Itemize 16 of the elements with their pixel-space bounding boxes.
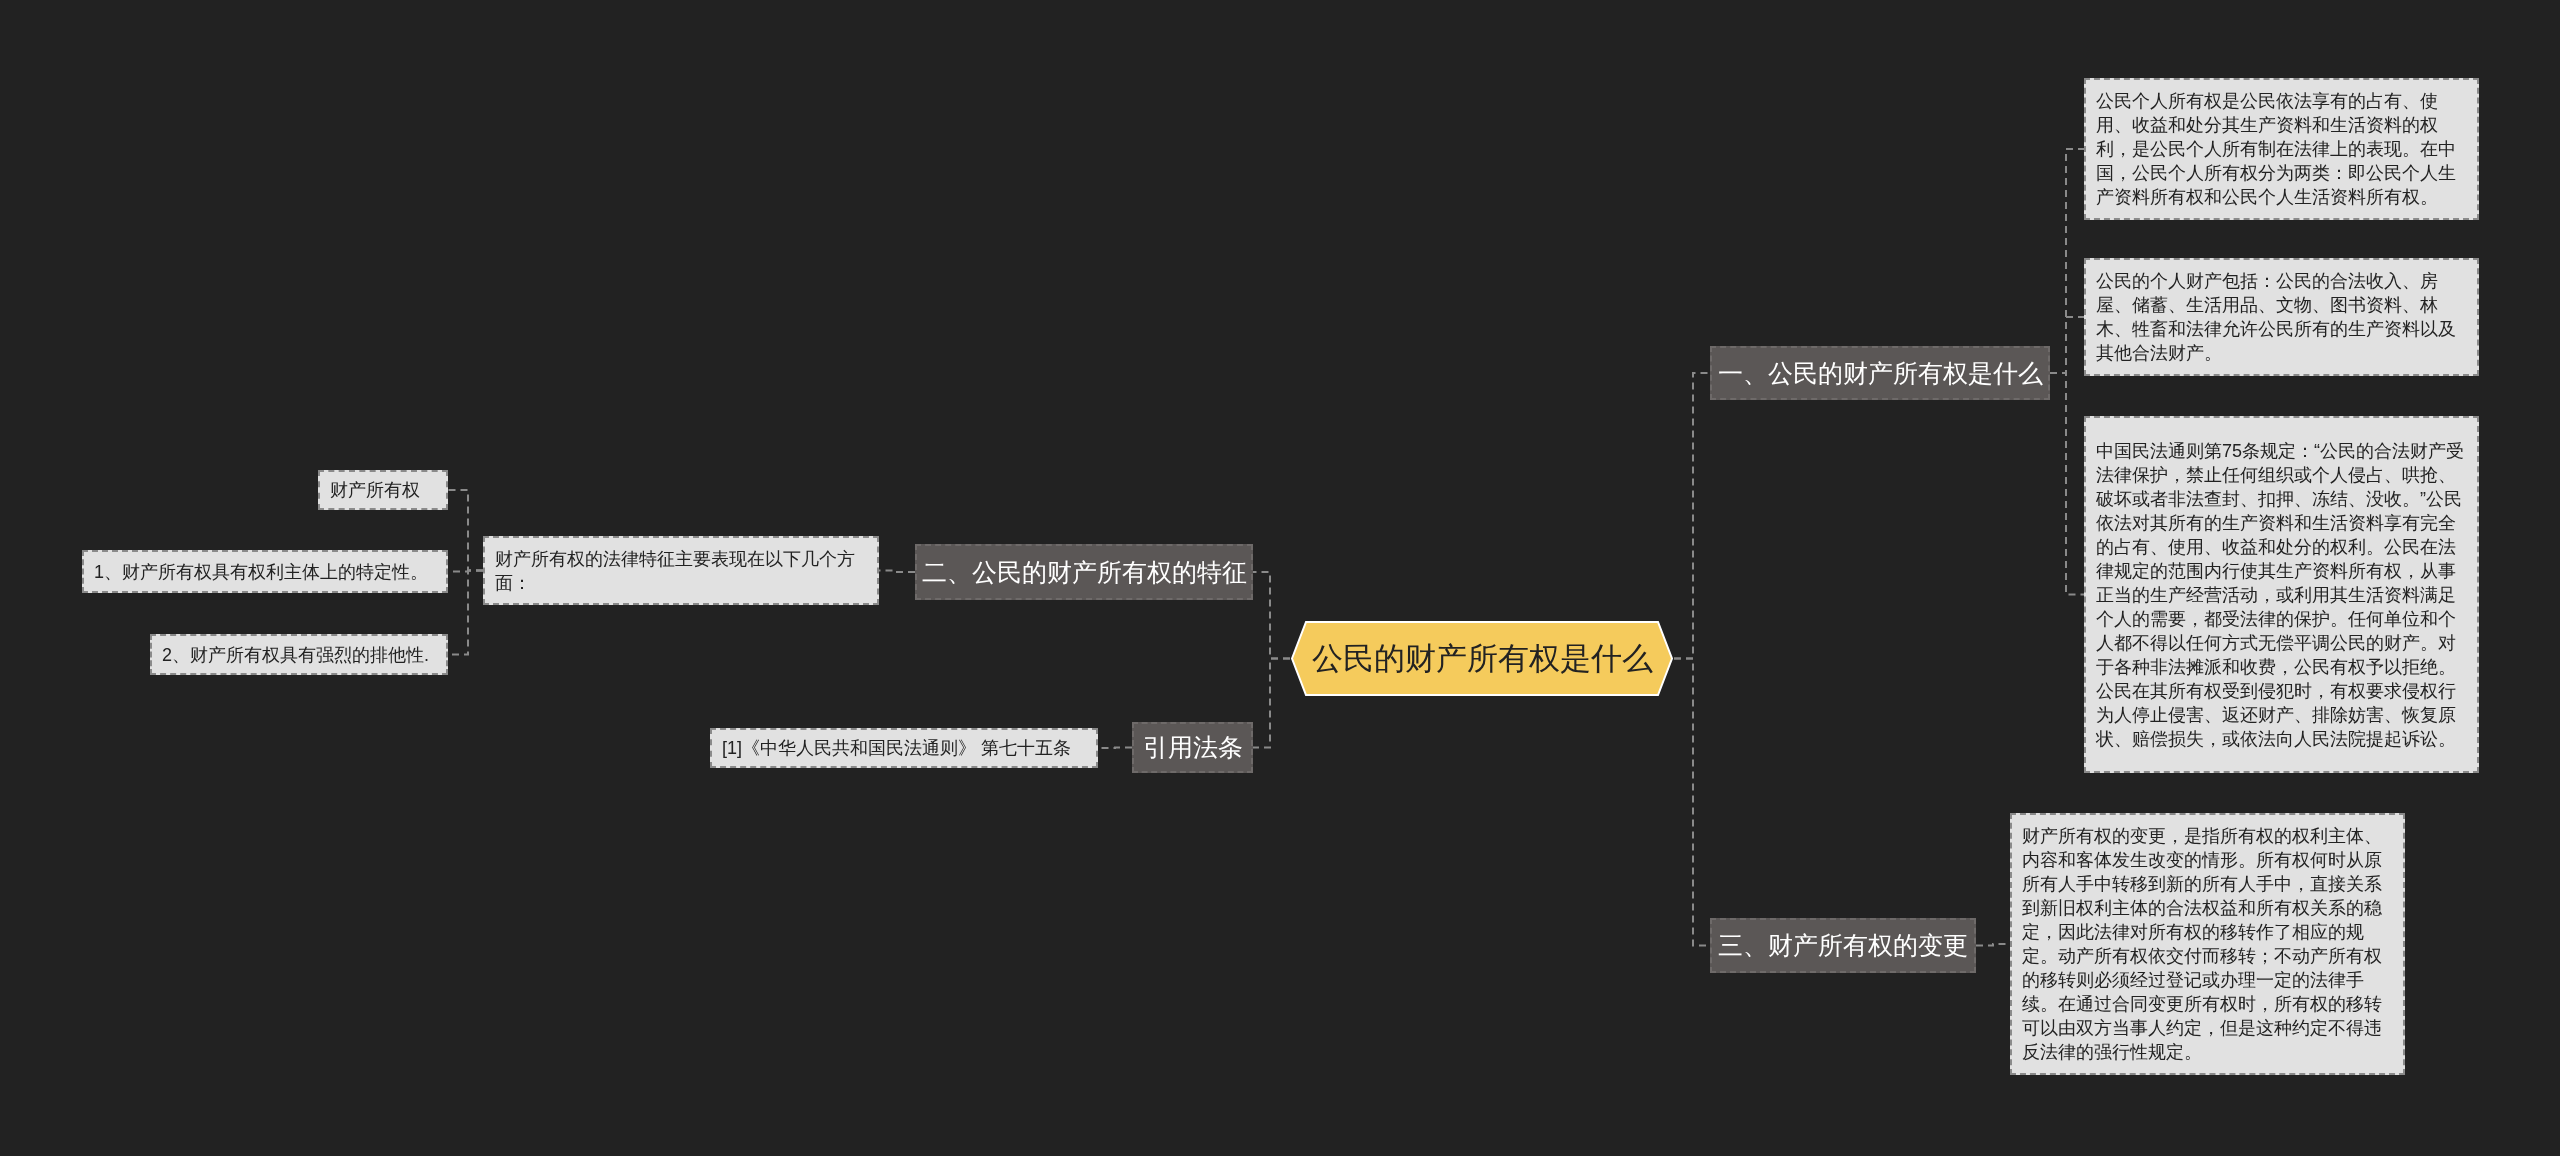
text-box: 财产所有权 xyxy=(318,470,448,510)
connector-line xyxy=(1252,657,1291,749)
text-box: [1]《中华人民共和国民法通则》 第七十五条 xyxy=(710,728,1098,768)
text-box: 公民的个人财产包括：公民的合法收入、房屋、储蓄、生活用品、文物、图书资料、林木、牲畜和法律允许公民所有的生产资料以及其他合法财产。 xyxy=(2084,258,2479,376)
topic-box: 一、公民的财产所有权是什么 xyxy=(1710,346,2050,400)
text-box: 中国民法通则第75条规定：“公民的合法财产受法律保护，禁止任何组织或个人侵占、哄抢、破坏或者非法查封、扣押、冻结、没收。”公民依法对其所有的生产资料和生活资料享有完全的占有、使用、收益和处分的权利。公民在法律规定的范围内行使其生产资料所有权，从事正当的生产经营活动，或利用其生活资料满足个人的需要，都受法律的保护。任何单位和个人都不得以任何方式无偿平调公民的财产。对于各种非法摊派和收费，公民有权予以拒绝。公民在其所有权受到侵犯时，有权要求侵权行为人停止侵害、返还财产、排除妨害、恢复原状、赔偿损失，或依法向人民法院提起诉讼。 xyxy=(2084,416,2479,773)
text-box: 公民个人所有权是公民依法享有的占有、使用、收益和处分其生产资料和生活资料的权利，是公民个人所有制在法律上的表现。在中国，公民个人所有权分为两类：即公民个人生产资料所有权和公民个人生活资料所有权。 xyxy=(2084,78,2479,220)
text-box: 1、财产所有权具有权利主体上的特定性。 xyxy=(82,550,448,593)
text-box: 2、财产所有权具有强烈的排他性. xyxy=(150,634,448,675)
topic-box: 引用法条 xyxy=(1132,722,1253,773)
connector-line xyxy=(2049,372,2085,596)
topic-box: 二、公民的财产所有权的特征 xyxy=(915,544,1253,600)
central-topic-hexagon: 公民的财产所有权是什么 xyxy=(1290,620,1674,697)
topic-box: 三、财产所有权的变更 xyxy=(1710,918,1976,973)
text-box: 财产所有权的变更，是指所有权的权利主体、内容和客体发生改变的情形。所有权何时从原所有人手中转移到新的所有人手中，直接关系到新旧权利主体的合法权益和所有权关系的稳定，因此法律对所有权的移转作了相应的规定。动产所有权依交付而移转；不动产所有权的移转则必须经过登记或办理一定的法律手续。在通过合同变更所有权时，所有权的移转可以由双方当事人约定，但是这种约定不得违反法律的强行性规定。 xyxy=(2010,813,2405,1075)
text-box: 财产所有权的法律特征主要表现在以下几个方面： xyxy=(483,536,879,605)
